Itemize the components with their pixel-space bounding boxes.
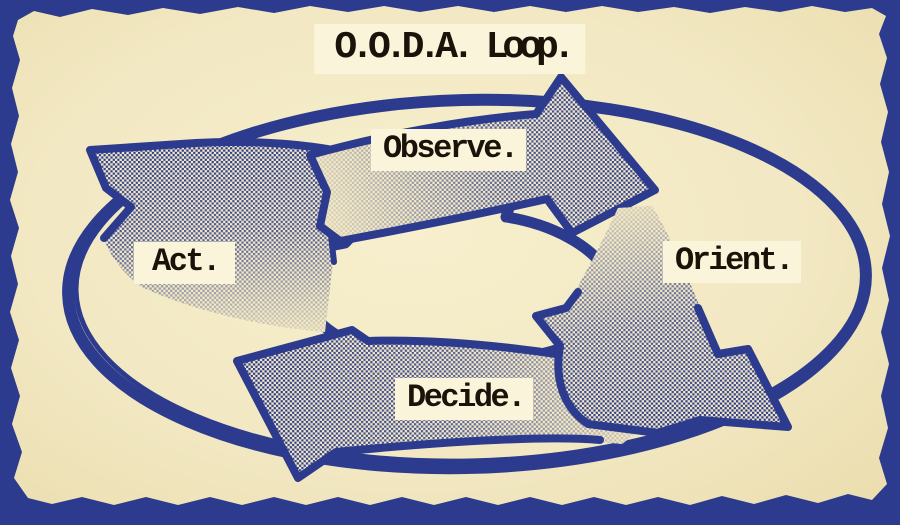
orient-arrow <box>532 206 792 437</box>
decide-arrow <box>233 326 652 482</box>
stage-label-observe: Observe. <box>371 129 526 171</box>
act-arrow <box>86 137 337 332</box>
stage-label-act: Act. <box>134 242 235 284</box>
page-title: O.O.D.A. Loop. <box>314 24 586 74</box>
stage-label-decide: Decide. <box>395 378 533 420</box>
outer-loop-ring <box>62 93 872 475</box>
stage-label-orient: Orient. <box>663 241 801 283</box>
